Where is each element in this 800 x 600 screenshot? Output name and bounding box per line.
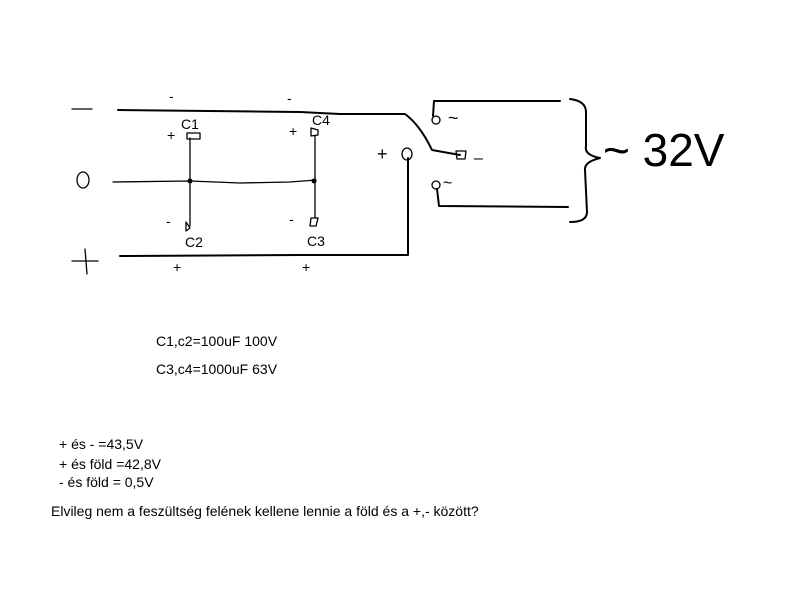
rectifier-minus-mark: – bbox=[474, 150, 483, 167]
ac-terminal-bottom bbox=[431, 180, 441, 190]
measurement-line-3: - és föld = 0,5V bbox=[59, 474, 154, 490]
c3-label: C3 bbox=[307, 233, 325, 249]
plus-terminal bbox=[401, 147, 413, 161]
rectifier-plus-mark: + bbox=[377, 144, 388, 164]
ground-wire bbox=[112, 179, 317, 184]
junction-dot-left bbox=[187, 178, 193, 184]
c2-minus-sign: - bbox=[166, 213, 171, 229]
c2-label: C2 bbox=[185, 234, 203, 250]
c4-plus-sign: + bbox=[289, 123, 297, 139]
minus-rail-wire bbox=[117, 109, 461, 156]
rectifier-ac-bottom-mark: ~ bbox=[443, 175, 452, 192]
c2-capacitor-plate bbox=[185, 221, 191, 232]
c1-label: C1 bbox=[181, 116, 199, 132]
spec-line-2: C3,c4=1000uF 63V bbox=[156, 361, 278, 377]
ac-lead-bottom bbox=[436, 188, 569, 208]
c3-minus-sign: - bbox=[289, 211, 294, 227]
source-voltage-label: ~ 32V bbox=[603, 124, 725, 176]
question-text: Elvileg nem a feszültség felének kellene… bbox=[51, 503, 479, 519]
ac-lead-top bbox=[432, 100, 561, 117]
spec-line-1: C1,c2=100uF 100V bbox=[156, 333, 278, 349]
minus-mark-top-2: - bbox=[287, 90, 292, 106]
c4-capacitor-plate bbox=[310, 127, 319, 137]
c4-label: C4 bbox=[312, 112, 330, 128]
brace bbox=[569, 98, 601, 223]
plus-rail-wire bbox=[119, 157, 409, 257]
plus-mark-bottom-2: + bbox=[302, 259, 310, 275]
plus-mark-bottom-1: + bbox=[173, 259, 181, 275]
ground-zero-symbol bbox=[76, 171, 90, 189]
measurement-line-2: + és föld =42,8V bbox=[59, 456, 161, 472]
minus-mark-top-1: - bbox=[169, 88, 174, 104]
ac-terminal-top bbox=[431, 115, 441, 125]
c1-plus-sign: + bbox=[167, 127, 175, 143]
minus-terminal bbox=[455, 150, 467, 160]
plus-symbol-vertical bbox=[84, 248, 88, 275]
measurement-line-1: + és - =43,5V bbox=[59, 436, 144, 452]
c1-capacitor-plate bbox=[186, 132, 201, 140]
junction-dot-right bbox=[311, 178, 317, 184]
c3-capacitor-plate bbox=[309, 217, 319, 227]
rectifier-ac-top-mark: ~ bbox=[448, 108, 459, 128]
